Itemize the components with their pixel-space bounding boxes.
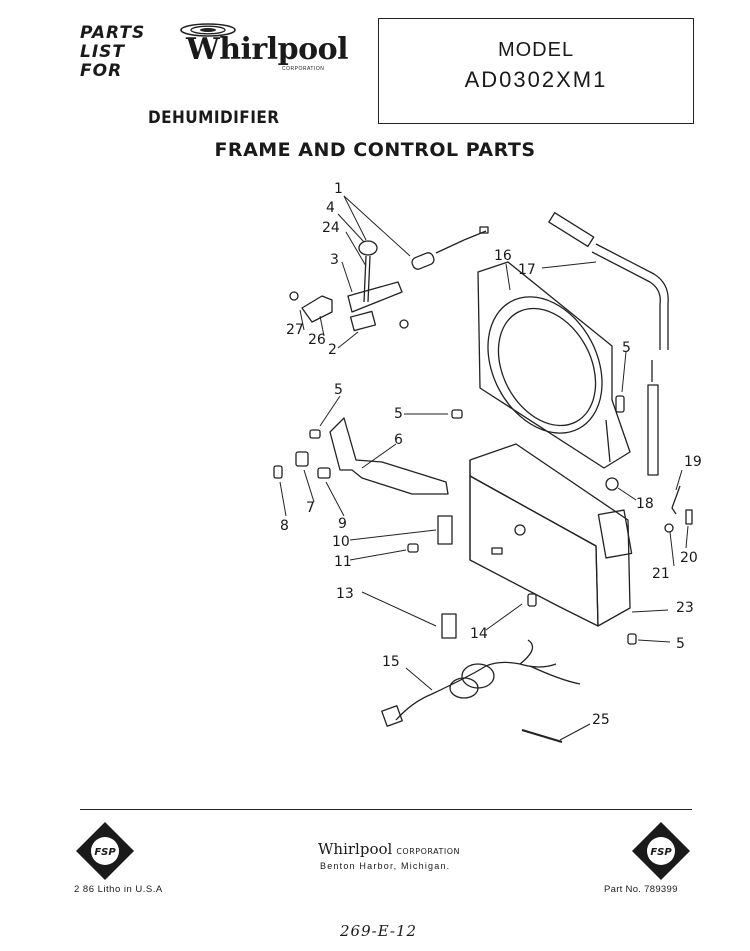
brand-logo: Whirlpool [186, 32, 349, 67]
list-line: LIST [80, 42, 125, 62]
drain-tube-part [671, 485, 681, 515]
callout-1: 1 [334, 181, 343, 197]
terminal-screw-part [407, 543, 419, 553]
fsp-badge-icon: FSP [76, 822, 134, 880]
footer-brand-tag: CORPORATION [396, 847, 460, 856]
callout-13: 13 [336, 586, 354, 602]
callout-16: 16 [494, 248, 512, 264]
callout-23: 23 [676, 600, 694, 616]
whirlpool-swirl-icon [180, 23, 236, 37]
gasket-strip-part [548, 212, 669, 476]
callout-26: 26 [308, 332, 326, 348]
capacitor-part [411, 226, 489, 270]
callout-5b: 5 [394, 406, 403, 422]
fan-shroud-part [477, 261, 631, 469]
callout-numbers: 1 4 24 3 27 26 2 5 5 6 7 8 9 10 11 13 14… [280, 181, 702, 728]
wire-tie-part [521, 729, 563, 743]
callout-5a: 5 [334, 382, 343, 398]
callout-25: 25 [592, 712, 610, 728]
part-number: Part No. 789399 [604, 884, 678, 895]
control-bracket-part [329, 417, 449, 495]
callout-5c: 5 [622, 340, 631, 356]
callout-8: 8 [280, 518, 289, 534]
base-screw-part [627, 633, 637, 645]
product-name: DEHUMIDIFIER [148, 108, 280, 128]
callout-21: 21 [652, 566, 670, 582]
model-box: MODEL AD0302XM1 [378, 18, 694, 124]
callout-17: 17 [518, 262, 536, 278]
callout-19: 19 [684, 454, 702, 470]
litho-note: 2 86 Litho in U.S.A [74, 884, 163, 895]
fsp-badge-label: FSP [650, 847, 672, 858]
callout-10: 10 [332, 534, 350, 550]
fsp-badge-icon: FSP [632, 822, 690, 880]
leader-lines [279, 195, 689, 741]
shroud-screw-part [451, 409, 463, 419]
handwritten-note: 269-E-12 [340, 922, 418, 940]
screw-part [273, 465, 283, 479]
callout-6: 6 [394, 432, 403, 448]
control-knob-part [358, 240, 378, 303]
model-label: MODEL [497, 39, 575, 61]
switch-part [295, 451, 309, 467]
fsp-badge-label: FSP [94, 847, 116, 858]
callout-27: 27 [286, 322, 304, 338]
callout-18: 18 [636, 496, 654, 512]
callout-24: 24 [322, 220, 340, 236]
humidistat-part [289, 281, 409, 332]
power-cord-part [381, 639, 581, 727]
section-title: FRAME AND CONTROL PARTS [214, 139, 536, 161]
washer-part [664, 523, 674, 533]
top-screw-part [615, 395, 625, 413]
exploded-parts-diagram: 1 4 24 3 27 26 2 5 5 6 7 8 9 10 11 13 14… [273, 181, 702, 743]
callout-4: 4 [326, 200, 335, 216]
callout-2: 2 [328, 342, 337, 358]
callout-15: 15 [382, 654, 400, 670]
callout-3: 3 [330, 252, 339, 268]
overload-part [441, 613, 457, 639]
callout-14: 14 [470, 626, 488, 642]
model-number: AD0302XM1 [464, 67, 608, 92]
callout-7: 7 [306, 500, 315, 516]
footer-brand-name: Whirlpool [318, 840, 393, 858]
for-line: FOR [80, 61, 123, 81]
nut-part [317, 467, 331, 479]
bracket-screw-part [309, 429, 321, 439]
callout-20: 20 [680, 550, 698, 566]
callout-9: 9 [338, 516, 347, 532]
parts-list-for: PARTS LIST FOR [80, 24, 145, 81]
grommet-part [605, 477, 619, 491]
footer-rule [80, 809, 692, 810]
callout-5d: 5 [676, 636, 685, 652]
footer-location: Benton Harbor, Michigan. [320, 861, 451, 871]
terminal-block-part [437, 515, 453, 545]
base-pan-part [469, 443, 633, 627]
mount-screw-part [527, 593, 537, 607]
parts-line: PARTS [80, 23, 146, 43]
brand-corporation-tag: CORPORATION [282, 66, 325, 72]
callout-11: 11 [334, 554, 352, 570]
drain-fitting-part [685, 509, 693, 525]
